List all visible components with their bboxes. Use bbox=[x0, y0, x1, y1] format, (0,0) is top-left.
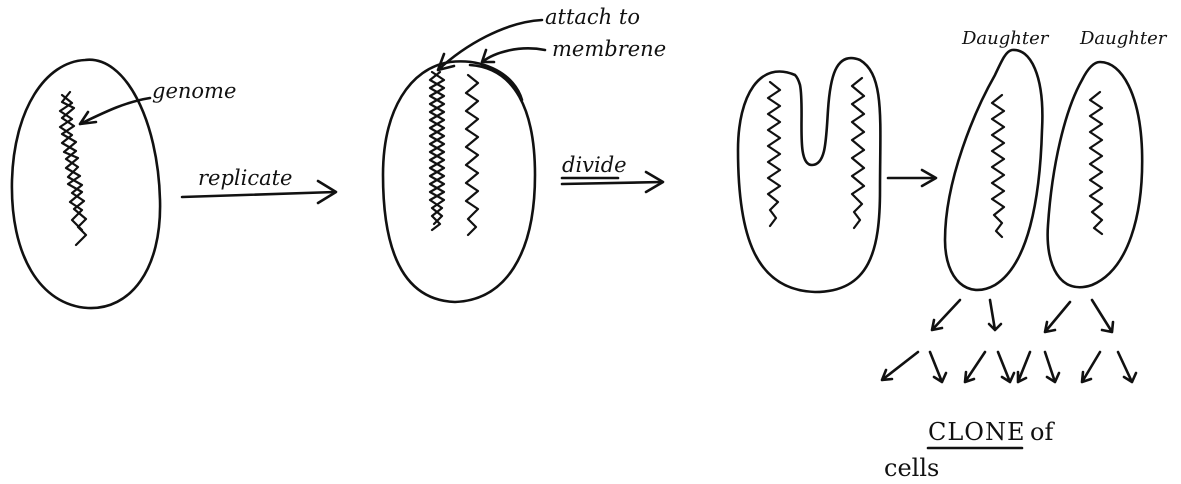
divide-label: divide bbox=[562, 153, 627, 177]
attach-pointer-arrow-2 bbox=[482, 48, 545, 62]
daughter-cell-1: Daughter bbox=[945, 28, 1050, 290]
divide-arrow-shaft bbox=[562, 182, 662, 184]
clone-of: of bbox=[1030, 418, 1055, 446]
genome-strand-right bbox=[466, 75, 478, 235]
clone-word: CLONE bbox=[928, 418, 1026, 446]
branch-arrow bbox=[1118, 352, 1136, 382]
branch-arrow bbox=[1045, 352, 1059, 382]
replicate-arrow-group: replicate bbox=[182, 166, 336, 203]
replicate-label: replicate bbox=[198, 166, 293, 190]
branch-arrow bbox=[1092, 300, 1113, 332]
branch-arrow bbox=[989, 300, 1001, 330]
branch-arrow bbox=[998, 352, 1014, 382]
daughter-1-label: Daughter bbox=[961, 28, 1050, 49]
daughter-cell-2: Daughter bbox=[1048, 28, 1168, 287]
attach-label-group: attach to membrene bbox=[438, 5, 666, 70]
attach-label-line1: attach to bbox=[545, 5, 640, 29]
branch-arrow bbox=[882, 352, 918, 380]
stage-1-cell bbox=[12, 60, 160, 308]
genome-label: genome bbox=[152, 79, 236, 103]
to-daughters-arrow-group bbox=[888, 170, 936, 186]
genome-label-group: genome bbox=[80, 79, 236, 124]
cell-membrane bbox=[12, 60, 160, 308]
branch-arrow bbox=[932, 300, 960, 330]
daughter-2-label: Daughter bbox=[1079, 28, 1168, 49]
branch-arrow bbox=[1082, 352, 1100, 382]
stage-3-dividing-cell bbox=[738, 58, 880, 292]
genome-strand-2 bbox=[62, 92, 82, 230]
clone-caption: CLONE of cells bbox=[884, 418, 1055, 482]
genome-strand bbox=[992, 95, 1004, 237]
divide-arrow-group: divide bbox=[562, 153, 663, 192]
branch-arrow bbox=[1045, 302, 1070, 332]
attach-label-line2: membrene bbox=[552, 37, 666, 61]
cell-membrane bbox=[945, 50, 1042, 290]
branching-arrows bbox=[882, 300, 1136, 382]
cell-membrane bbox=[383, 61, 535, 302]
genome-strand-left bbox=[768, 82, 780, 226]
stage-2-cell bbox=[383, 61, 535, 302]
replicate-arrow-shaft bbox=[182, 192, 335, 197]
branch-arrow bbox=[930, 352, 946, 382]
cells-word: cells bbox=[884, 454, 939, 482]
branch-arrow bbox=[1018, 352, 1030, 382]
genome-strand-right bbox=[852, 78, 864, 228]
genome-strand bbox=[1090, 92, 1102, 234]
branch-arrow bbox=[965, 352, 985, 382]
